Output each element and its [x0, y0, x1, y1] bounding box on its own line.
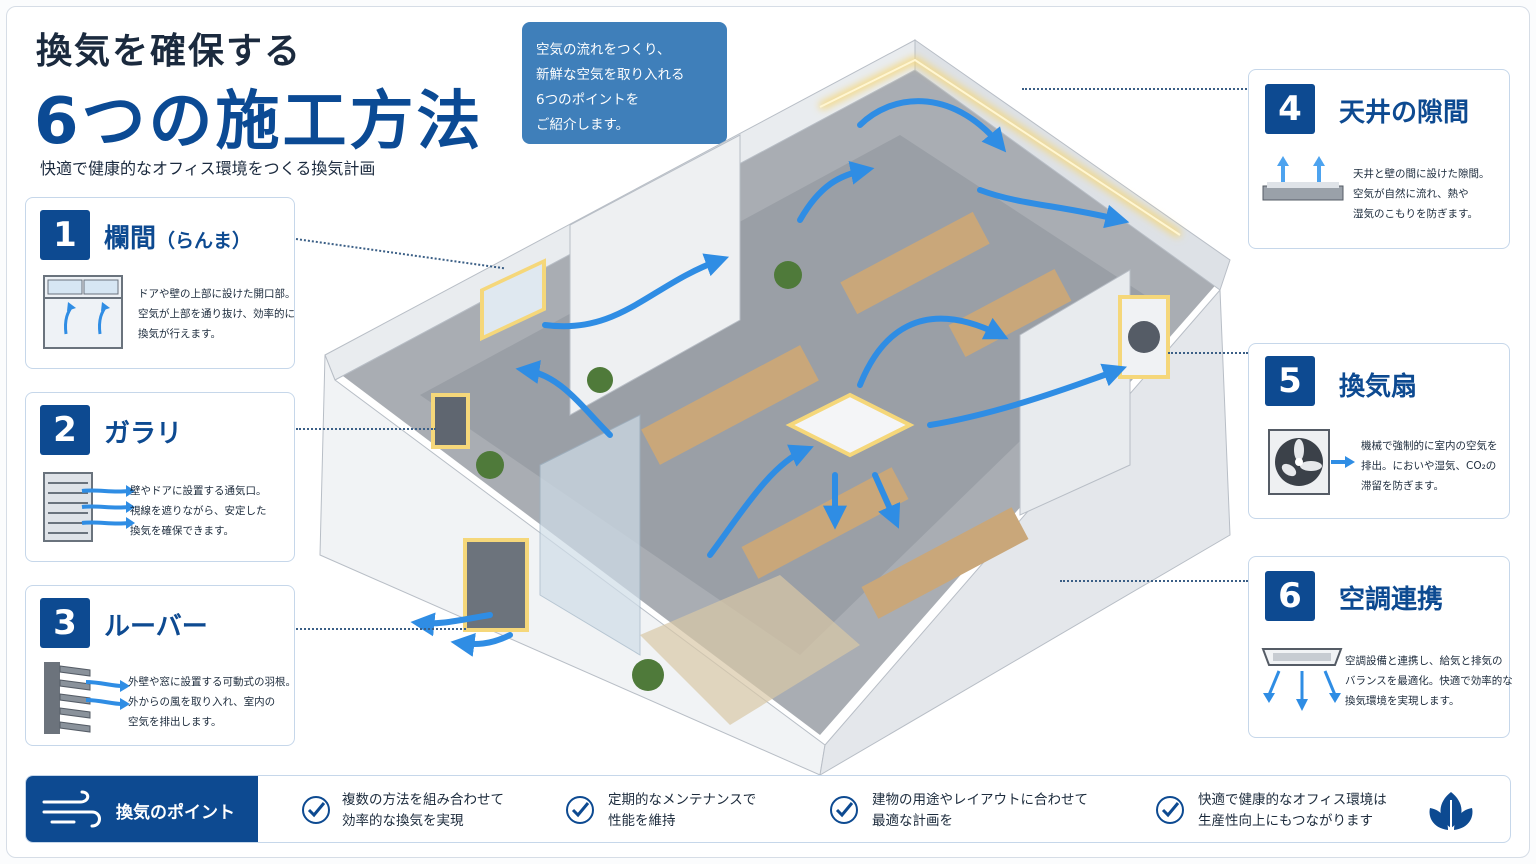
intro-line: 新鮮な空気を取り入れる	[536, 67, 685, 83]
method-description: 機械で強制的に室内の空気を排出。においや湿気、CO₂の滞留を防ぎます。	[1361, 440, 1498, 492]
method-number: 5	[1265, 356, 1315, 406]
desk-cluster	[641, 345, 819, 465]
page-subtitle: 快適で健康的なオフィス環境をつくる換気計画	[40, 159, 376, 178]
airflow-arrow	[542, 253, 730, 330]
point-item: 快適で健康的なオフィス環境は生産性向上にもつながります	[1198, 792, 1387, 829]
leader-line-3	[296, 628, 466, 630]
airflow-arrow	[410, 612, 493, 637]
airflow-arrow	[857, 98, 1007, 153]
intro-line: 6つのポイントを	[536, 92, 640, 108]
method-card-ceiling-gap: 4 天井の隙間 天井と壁の間に設けた隙間。空気が自然に流れ、熱や湿気のこもりを防…	[1248, 69, 1510, 249]
airflow-arrow	[927, 363, 1128, 428]
transom-window-icon	[43, 275, 123, 349]
method-description: 外壁や窓に設置する可動式の羽根。外からの風を取り入れ、室内の空気を排出します。	[128, 676, 296, 728]
airflow-arrow	[857, 315, 1009, 388]
ceiling-air-conditioner	[785, 392, 915, 458]
ceiling-gap-icon	[1262, 156, 1344, 201]
method-number: 3	[40, 598, 90, 648]
method-title: 空調連携	[1339, 585, 1444, 615]
method-number: 2	[40, 405, 90, 455]
method-title: 換気扇	[1339, 372, 1418, 402]
louver-icon	[44, 662, 130, 734]
point-item: 建物の用途やレイアウトに合わせて最適な計画を	[872, 792, 1088, 829]
airflow-arrow	[872, 472, 901, 529]
method-title: 欄間（らんま）	[104, 224, 252, 254]
gallery-vent	[431, 393, 470, 449]
gallery-vent-icon	[43, 472, 135, 542]
louver-vent	[463, 538, 529, 632]
method-description: 空調設備と連携し、給気と排気のバランスを最適化。快適で効率的な換気環境を実現しま…	[1345, 655, 1513, 707]
plant	[774, 261, 802, 289]
method-title: ルーバー	[104, 612, 208, 642]
leader-line-4	[1022, 88, 1247, 90]
leader-line-6	[1060, 580, 1248, 582]
ceiling-gap-line	[819, 58, 1181, 236]
intro-line: ご紹介します。	[536, 117, 630, 133]
method-number: 4	[1265, 84, 1315, 134]
airflow-arrow	[515, 360, 613, 438]
plant	[476, 451, 504, 479]
ventilation-fan-icon	[1268, 429, 1355, 495]
method-card-gallery: 2 ガラリ 壁やドアに設置する通気口。視線を遮りながら、安定した換気を確保できま…	[25, 392, 295, 562]
airflow-arrow	[707, 444, 814, 558]
fan-blades	[1128, 321, 1160, 353]
points-header: 換気のポイント	[26, 776, 258, 842]
method-card-air-conditioning: 6 空調連携 空調設備と連携し、給気と排気のバランスを最適化。快適で効率的な換気…	[1248, 556, 1513, 738]
office-illustration	[319, 39, 1231, 775]
plant	[632, 659, 664, 691]
check-circle-icon	[1156, 796, 1184, 824]
leaf-icon	[1429, 792, 1473, 830]
method-number: 6	[1265, 571, 1315, 621]
title-line-2: 6つの施工方法	[34, 85, 484, 159]
method-card-ventilation-fan: 5 換気扇 機械で強制的に室内の空気を排出。においや湿気、CO₂の滞留を防ぎます…	[1248, 343, 1510, 519]
wind-icon	[42, 790, 101, 828]
entrance-area	[640, 575, 860, 725]
method-description: 壁やドアに設置する通気口。視線を遮りながら、安定した換気を確保できます。	[130, 485, 267, 537]
ceiling-air-conditioner-icon	[1261, 648, 1343, 711]
desk-cluster	[948, 268, 1072, 358]
desk-cluster	[840, 211, 990, 315]
plant	[587, 367, 613, 393]
method-title: 天井の隙間	[1339, 98, 1470, 128]
leader-line-5	[1168, 352, 1248, 354]
method-description: 天井と壁の間に設けた隙間。空気が自然に流れ、熱や湿気のこもりを防ぎます。	[1353, 168, 1490, 220]
points-label: 換気のポイント	[116, 803, 235, 823]
transom-window	[480, 258, 546, 342]
points-bar: 換気のポイント 複数の方法を組み合わせて効率的な換気を実現 定期的なメンテナンス…	[25, 775, 1511, 843]
airflow-arrow	[797, 161, 875, 223]
leader-line-2	[296, 428, 436, 430]
title-line-1: 換気を確保する	[36, 31, 303, 72]
partition-wall	[1019, 269, 1131, 516]
intro-line: 空気の流れをつくり、	[536, 42, 671, 58]
interior-wall	[569, 134, 741, 416]
point-item: 定期的なメンテナンスで性能を維持	[608, 792, 757, 829]
airflow-arrows	[410, 98, 1130, 657]
method-description: ドアや壁の上部に設けた開口部。空気が上部を通り抜け、効率的に換気が行えます。	[138, 288, 296, 340]
method-title: ガラリ	[104, 419, 183, 449]
method-number: 1	[40, 210, 90, 260]
airflow-arrow	[450, 632, 513, 657]
check-circle-icon	[566, 796, 594, 824]
intro-box: 空気の流れをつくり、 新鮮な空気を取り入れる 6つのポイントを ご紹介します。	[522, 22, 727, 144]
airflow-arrow	[977, 187, 1130, 229]
check-circle-icon	[302, 796, 330, 824]
method-card-louver: 3 ルーバー 外壁や窓に設置する可動式の羽根。外からの風を取り入れ、室内の空気を…	[25, 585, 296, 746]
check-circle-icon	[830, 796, 858, 824]
point-item: 複数の方法を組み合わせて効率的な換気を実現	[342, 792, 504, 829]
method-card-ranma: 1 欄間（らんま） ドアや壁の上部に設けた開口部。空気が上部を通り抜け、効率的に…	[25, 197, 296, 369]
desk-cluster	[861, 507, 1029, 619]
